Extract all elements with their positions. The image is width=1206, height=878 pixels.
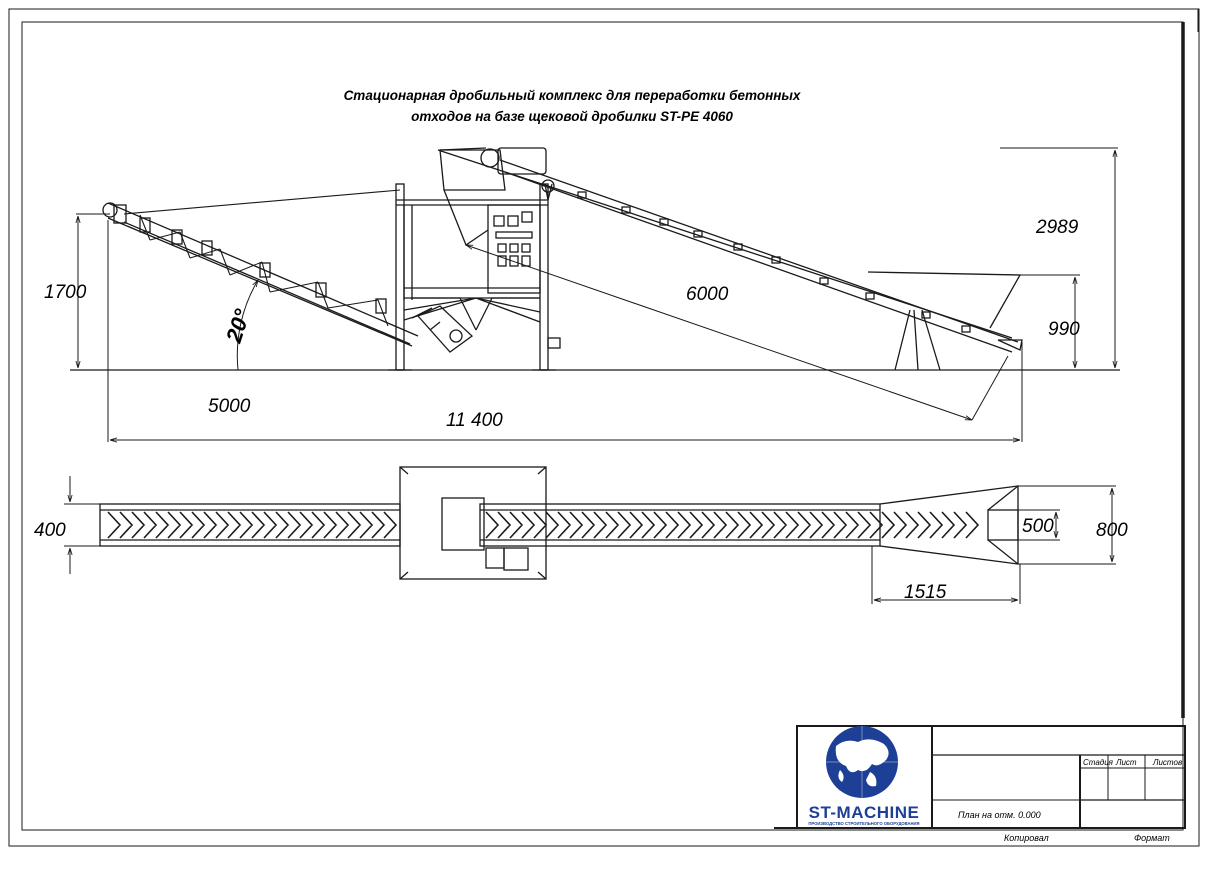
drawing-title-line1: Стационарная дробильный комплекс для пер… xyxy=(344,88,801,103)
copied-label: Копировал xyxy=(1004,833,1049,843)
dim-feed-length: 5000 xyxy=(208,396,251,417)
col-stage-label: Стадия xyxy=(1083,758,1114,767)
support-cable xyxy=(123,189,401,215)
dim-total-length: 11 400 xyxy=(446,410,503,431)
dim-hopper-length: 1515 xyxy=(904,582,947,603)
dim-conveyor-angle: 20° xyxy=(221,306,255,347)
belt-chevrons-left xyxy=(107,511,398,539)
drawing-title-line2: отходов на базе щековой дробилки ST-PE 4… xyxy=(411,109,733,124)
dim-hopper-height: 990 xyxy=(1048,319,1080,340)
col-sheet-label: Лист xyxy=(1115,758,1137,767)
sheet-title: План на отм. 0.000 xyxy=(958,810,1041,820)
dim-hopper-outer-width: 800 xyxy=(1096,520,1128,541)
dim-hopper-inner-width: 500 xyxy=(1022,516,1054,537)
dim-total-height: 2989 xyxy=(1035,217,1079,238)
dimension-lines-side xyxy=(76,147,1118,442)
dimension-lines-plan xyxy=(64,476,1116,604)
dim-feed-height: 1700 xyxy=(44,282,87,303)
logo-tagline: ПРОИЗВОДСТВО СТРОИТЕЛЬНОГО ОБОРУДОВАНИЯ xyxy=(808,821,919,826)
title-block xyxy=(774,725,1186,829)
feed-conveyor-side xyxy=(102,202,474,353)
sheet-frame xyxy=(8,8,1200,847)
col-sheets-label: Листов xyxy=(1152,758,1182,767)
belt-chevrons-right xyxy=(485,511,980,539)
dim-main-length: 6000 xyxy=(686,284,729,305)
st-machine-logo xyxy=(826,726,898,798)
dim-belt-width: 400 xyxy=(34,520,66,541)
plan-view xyxy=(99,466,1019,580)
format-label: Формат xyxy=(1134,833,1170,843)
logo-name: ST-MACHINE xyxy=(809,803,920,822)
